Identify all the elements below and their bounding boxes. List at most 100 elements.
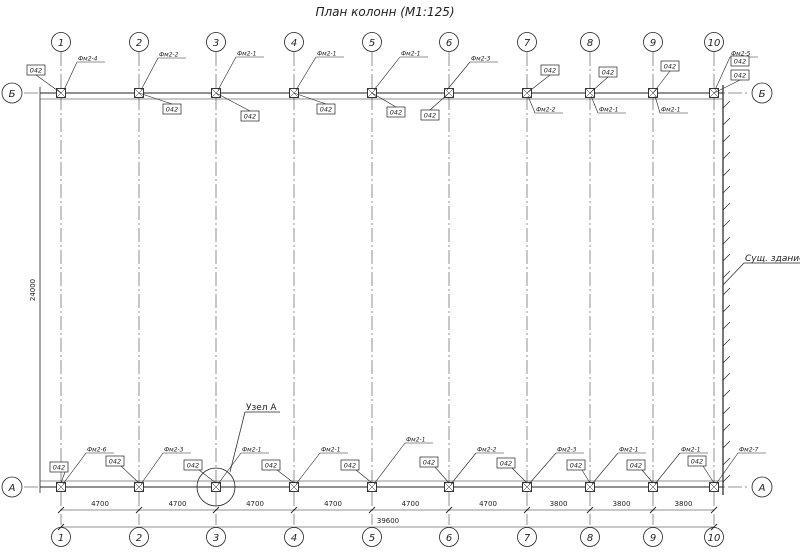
mark-label: 042 <box>500 460 512 468</box>
axis-number-bottom: 3 <box>213 533 219 544</box>
mark-box <box>49 461 69 473</box>
axis-marker-bottom <box>284 527 304 547</box>
foundation-ref-label: Фм2-1 <box>681 447 701 454</box>
leader-line <box>446 61 471 91</box>
row-marker-top-right: Б <box>751 82 773 104</box>
leader-line <box>62 452 87 485</box>
axis-number-top: 1 <box>58 38 64 49</box>
axis-marker-bottom <box>362 527 382 547</box>
leader-line <box>527 95 536 114</box>
axis-marker-bottom <box>206 527 226 547</box>
leader-line <box>295 452 321 485</box>
axis-number-bottom: 9 <box>650 533 656 544</box>
dimension-tick <box>212 506 220 514</box>
leader-line <box>654 95 661 114</box>
mark-label: 042 <box>423 459 435 467</box>
axis-marker-top <box>704 32 724 52</box>
foundation-tags: 042Фм2-4042Фм2-2042Фм2-1042Фм2-1042Фм2-1… <box>26 51 766 485</box>
dimension-tick <box>649 506 657 514</box>
axis-number-bottom: 7 <box>524 533 531 544</box>
span-dimension-label: 4700 <box>402 500 420 508</box>
mark-leader-line <box>702 465 715 484</box>
foundation-ref-label: Фм2-3 <box>471 56 491 63</box>
foundation-ref-label: Фм2-3 <box>164 447 184 454</box>
span-dimension-label: 3800 <box>550 500 568 508</box>
mark-label: 042 <box>691 458 703 466</box>
foundation-ref-label: Фм2-2 <box>477 447 497 454</box>
span-dimension-label: 3800 <box>613 500 631 508</box>
axis-marker-top <box>643 32 663 52</box>
wall-hatch-line <box>722 304 731 313</box>
existing-building-annotation: Сущ. здание <box>722 254 800 286</box>
column-cross <box>709 482 719 492</box>
height-dimension-label: 24000 <box>29 279 37 301</box>
mark-leader-line <box>434 466 450 484</box>
axis-number-top: 5 <box>369 38 375 49</box>
axis-number-bottom: 5 <box>369 533 375 544</box>
leader-line <box>140 57 159 91</box>
row-letter-bottom-left: А <box>8 483 16 494</box>
mark-leader-line <box>215 92 251 112</box>
axis-number-top: 10 <box>708 38 721 49</box>
mark-leader-line <box>641 469 654 484</box>
wall-hatch-line <box>722 236 731 245</box>
mark-leader-line <box>581 469 591 484</box>
column-cross <box>289 482 299 492</box>
axis-number-top: 3 <box>213 38 219 49</box>
leader-line <box>140 452 164 485</box>
row-letter-top-left: Б <box>9 89 16 100</box>
axis-number-bottom: 10 <box>708 533 721 544</box>
leader-line <box>591 452 619 485</box>
axis-number-top: 8 <box>587 38 593 49</box>
axis-number-top: 9 <box>650 38 656 49</box>
mark-leader-line <box>429 92 450 111</box>
axis-marker-bottom <box>580 527 600 547</box>
existing-building-label: Сущ. здание <box>745 254 800 264</box>
wall-hatch-line <box>722 457 731 466</box>
mark-label: 042 <box>265 462 277 470</box>
leader-line <box>217 452 242 485</box>
foundation-ref-label: Фм2-1 <box>661 107 681 114</box>
dimension-tick <box>57 506 65 514</box>
wall-hatch-line <box>722 355 731 364</box>
leader-line <box>528 452 557 485</box>
total-dimension-label: 39600 <box>377 517 399 525</box>
foundation-ref-label: Фм2-6 <box>87 447 107 454</box>
span-dimension-label: 4700 <box>246 500 264 508</box>
axis-number-bottom: 1 <box>58 533 64 544</box>
leader-line <box>217 56 237 91</box>
mark-leader-line <box>511 467 528 484</box>
dimension-tick <box>445 506 453 514</box>
wall-hatch-line <box>722 321 731 330</box>
mark-label: 042 <box>602 69 614 77</box>
column-cross <box>134 482 144 492</box>
span-dimension-label: 4700 <box>479 500 497 508</box>
foundation-ref-label: Фм2-1 <box>317 51 337 58</box>
mark-label: 042 <box>166 106 178 114</box>
wall-hatch-line <box>722 287 731 296</box>
row-marker-top-left: Б <box>1 82 23 104</box>
axis-marker-top <box>51 32 71 52</box>
mark-label: 042 <box>53 464 65 472</box>
axis-number-bottom: 4 <box>291 533 297 544</box>
mark-label: 042 <box>30 67 42 75</box>
wall-hatch-line <box>722 423 731 432</box>
mark-box <box>183 459 203 471</box>
foundation-ref-label: Фм2-1 <box>237 51 257 58</box>
column-cross <box>444 482 454 492</box>
wall-hatch-line <box>722 440 731 449</box>
dimension-tick <box>368 506 376 514</box>
axis-marker-top <box>439 32 459 52</box>
leader-line <box>373 56 401 91</box>
mark-label: 042 <box>390 109 402 117</box>
mark-leader-line <box>371 92 397 108</box>
mark-box <box>566 459 586 471</box>
foundation-ref-label: Фм2-1 <box>242 447 262 454</box>
wall-hatch-line <box>722 474 731 483</box>
axis-marker-top <box>580 32 600 52</box>
mark-label: 042 <box>109 458 121 466</box>
wall-hatch-line <box>722 185 731 194</box>
mark-box <box>261 459 281 471</box>
mark-label: 042 <box>320 106 332 114</box>
